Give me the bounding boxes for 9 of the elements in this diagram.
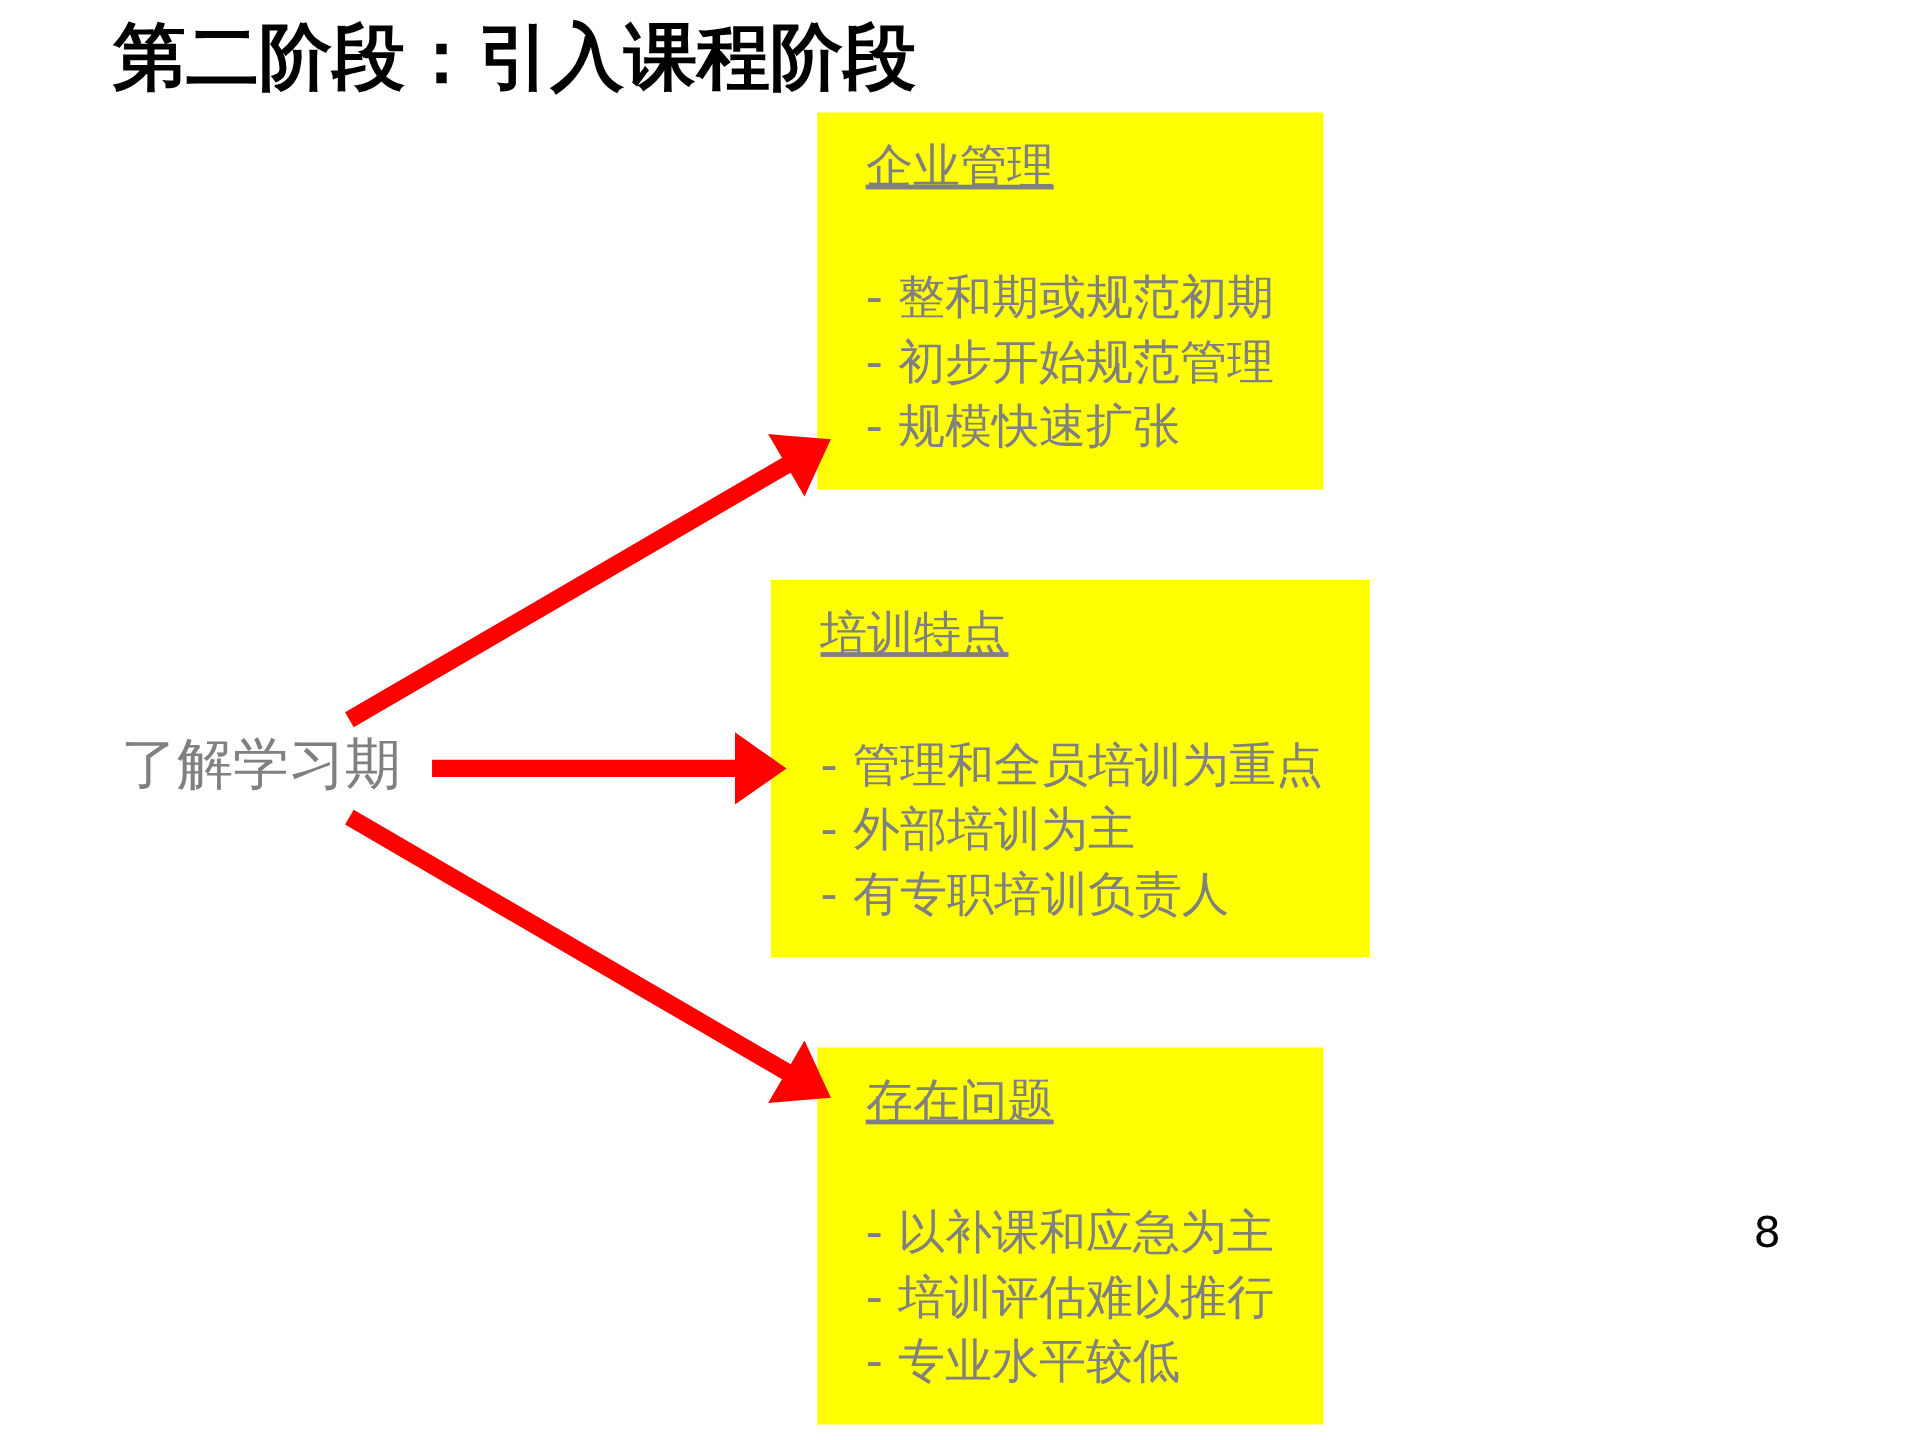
arrow: [344, 809, 831, 1103]
node-text: 了解学习期: [120, 731, 401, 797]
diagram-title: 第二阶段：引入课程阶段: [112, 13, 916, 99]
arrow: [431, 732, 787, 805]
node-box: 培训特点 - 管理和全员培训为重点 - 外部培训为主 - 有专职培训负责人: [770, 580, 1370, 957]
node-box: 存在问题 - 以补课和应急为主 - 培训评估难以推行 - 专业水平较低: [816, 1047, 1323, 1425]
node-box: 企业管理 - 整和期或规范初期 - 初步开始规范管理 - 规模快速扩张: [816, 112, 1323, 490]
label: 8: [1753, 1206, 1781, 1257]
arrow: [344, 434, 831, 728]
